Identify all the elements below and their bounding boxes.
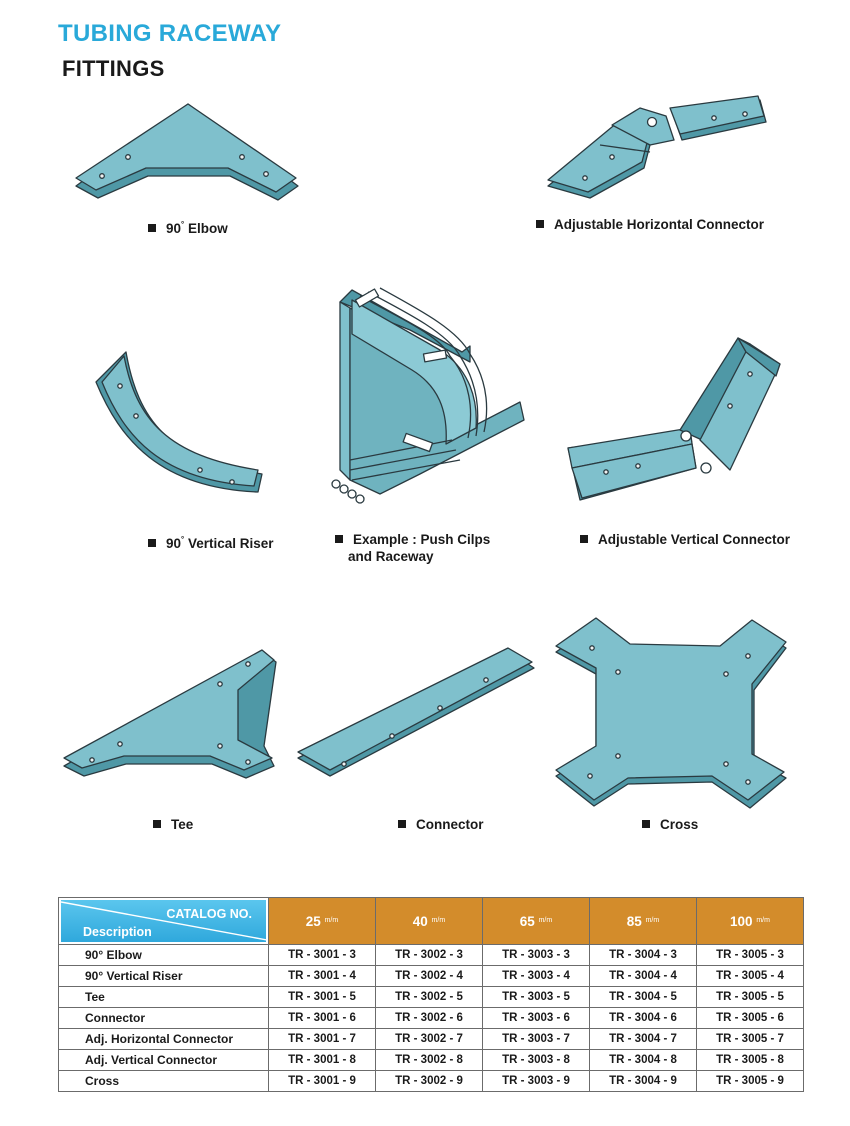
table-row: 90° Vertical Riser TR - 3001 - 4 TR - 30… [58,965,804,987]
catalog-code: TR - 3004 - 9 [589,1070,697,1092]
size-header: 65 m/m [482,897,590,945]
caption-tee: Tee [153,816,193,833]
catalog-code: TR - 3002 - 3 [375,944,483,966]
size-header: 40 m/m [375,897,483,945]
caption-example: Example : Push Cilps and Raceway [335,531,490,565]
catalog-code: TR - 3002 - 5 [375,986,483,1008]
caption-elbow: 90° Elbow [148,216,228,237]
fittings-illustrations [63,95,787,809]
caption-adj-horizontal: Adjustable Horizontal Connector [536,216,764,233]
table-row: Connector TR - 3001 - 6 TR - 3002 - 6 TR… [58,1007,804,1029]
catalog-code: TR - 3005 - 9 [696,1070,804,1092]
tee-illustration [63,649,277,779]
bullet-square-icon [642,820,650,828]
catalog-code: TR - 3003 - 4 [482,965,590,987]
adjustable-horizontal-connector-illustration [547,95,767,199]
table-row: Adj. Horizontal Connector TR - 3001 - 7 … [58,1028,804,1050]
push-clips-raceway-illustration [331,287,525,504]
catalog-code: TR - 3004 - 6 [589,1007,697,1029]
vertical-riser-illustration [95,351,263,493]
catalog-code: TR - 3004 - 4 [589,965,697,987]
bullet-square-icon [148,224,156,232]
catalog-code: TR - 3004 - 3 [589,944,697,966]
catalog-code: TR - 3003 - 8 [482,1049,590,1071]
caption-adj-vertical: Adjustable Vertical Connector [580,531,790,548]
description-label: Description [83,925,152,939]
catalog-table: CATALOG NO. Description 25 m/m 40 m/m 65… [58,897,804,1092]
catalog-code: TR - 3005 - 3 [696,944,804,966]
bullet-square-icon [536,220,544,228]
catalog-code: TR - 3004 - 7 [589,1028,697,1050]
caption-vertical-riser: 90° Vertical Riser [148,531,274,552]
bullet-square-icon [580,535,588,543]
catalog-code: TR - 3001 - 9 [268,1070,376,1092]
catalog-code: TR - 3003 - 3 [482,944,590,966]
catalog-code: TR - 3001 - 4 [268,965,376,987]
description-header: CATALOG NO. Description [58,897,269,945]
catalog-code: TR - 3005 - 7 [696,1028,804,1050]
size-header: 85 m/m [589,897,697,945]
bullet-square-icon [153,820,161,828]
adjustable-vertical-connector-illustration [567,337,781,501]
catalog-code: TR - 3005 - 5 [696,986,804,1008]
catalog-code: TR - 3001 - 8 [268,1049,376,1071]
row-description: Tee [58,986,269,1008]
catalog-code: TR - 3005 - 6 [696,1007,804,1029]
catalog-code: TR - 3001 - 6 [268,1007,376,1029]
caption-connector: Connector [398,816,484,833]
bullet-square-icon [148,539,156,547]
size-header: 100 m/m [696,897,804,945]
catalog-code: TR - 3001 - 5 [268,986,376,1008]
catalog-code: TR - 3002 - 6 [375,1007,483,1029]
cross-illustration [555,617,787,809]
table-row: Adj. Vertical Connector TR - 3001 - 8 TR… [58,1049,804,1071]
row-description: 90° Elbow [58,944,269,966]
catalog-code: TR - 3003 - 5 [482,986,590,1008]
row-description: Adj. Vertical Connector [58,1049,269,1071]
table-row: Tee TR - 3001 - 5 TR - 3002 - 5 TR - 300… [58,986,804,1008]
catalog-code: TR - 3004 - 8 [589,1049,697,1071]
catalog-code: TR - 3002 - 4 [375,965,483,987]
row-description: Adj. Horizontal Connector [58,1028,269,1050]
connector-illustration [297,647,535,777]
page-subtitle: FITTINGS [62,56,165,81]
row-description: Cross [58,1070,269,1092]
catalog-code: TR - 3005 - 4 [696,965,804,987]
bullet-square-icon [398,820,406,828]
diagonal-divider [61,901,266,941]
size-header: 25 m/m [268,897,376,945]
catalog-code: TR - 3004 - 5 [589,986,697,1008]
catalog-code: TR - 3002 - 9 [375,1070,483,1092]
caption-cross: Cross [642,816,698,833]
catalog-no-label: CATALOG NO. [166,907,252,921]
catalog-code: TR - 3003 - 7 [482,1028,590,1050]
table-header-row: CATALOG NO. Description 25 m/m 40 m/m 65… [58,897,804,945]
catalog-code: TR - 3001 - 7 [268,1028,376,1050]
row-description: Connector [58,1007,269,1029]
catalog-code: TR - 3003 - 9 [482,1070,590,1092]
elbow-90-illustration [75,103,299,201]
table-row: 90° Elbow TR - 3001 - 3 TR - 3002 - 3 TR… [58,944,804,966]
catalog-code: TR - 3001 - 3 [268,944,376,966]
row-description: 90° Vertical Riser [58,965,269,987]
catalog-code: TR - 3002 - 7 [375,1028,483,1050]
catalog-code: TR - 3005 - 8 [696,1049,804,1071]
page-title: TUBING RACEWAY [58,20,282,47]
table-row: Cross TR - 3001 - 9 TR - 3002 - 9 TR - 3… [58,1070,804,1092]
catalog-code: TR - 3002 - 8 [375,1049,483,1071]
bullet-square-icon [335,535,343,543]
catalog-code: TR - 3003 - 6 [482,1007,590,1029]
